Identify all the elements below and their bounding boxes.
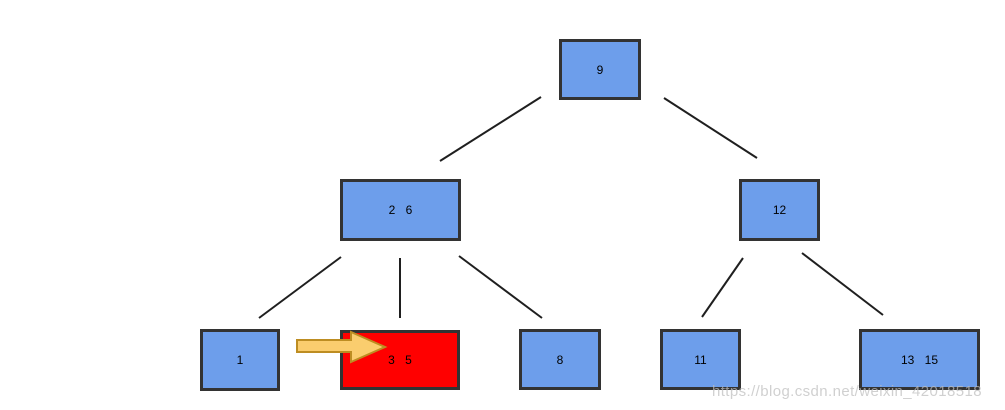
tree-node-leaf-1: 1 — [200, 329, 280, 391]
edge-root-to-internal-left — [439, 96, 542, 162]
tree-node-leaf-11: 11 — [660, 329, 741, 390]
tree-node-leaf-8: 8 — [519, 329, 601, 390]
edge-internal-left-to-leaf-1 — [258, 256, 342, 319]
tree-node-leaf-13-15: 13 15 — [859, 329, 980, 390]
edge-root-to-internal-right — [663, 97, 758, 159]
edge-internal-right-to-leaf-11 — [701, 257, 744, 318]
edge-internal-left-to-leaf-8 — [458, 255, 543, 319]
right-arrow-icon — [296, 330, 388, 364]
tree-node-root: 9 — [559, 39, 641, 100]
watermark: https://blog.csdn.net/weixin_42018518 — [712, 383, 982, 400]
edge-internal-right-to-leaf-13-15 — [801, 252, 884, 316]
tree-node-internal-right: 12 — [739, 179, 820, 241]
tree-node-internal-left: 2 6 — [340, 179, 461, 241]
